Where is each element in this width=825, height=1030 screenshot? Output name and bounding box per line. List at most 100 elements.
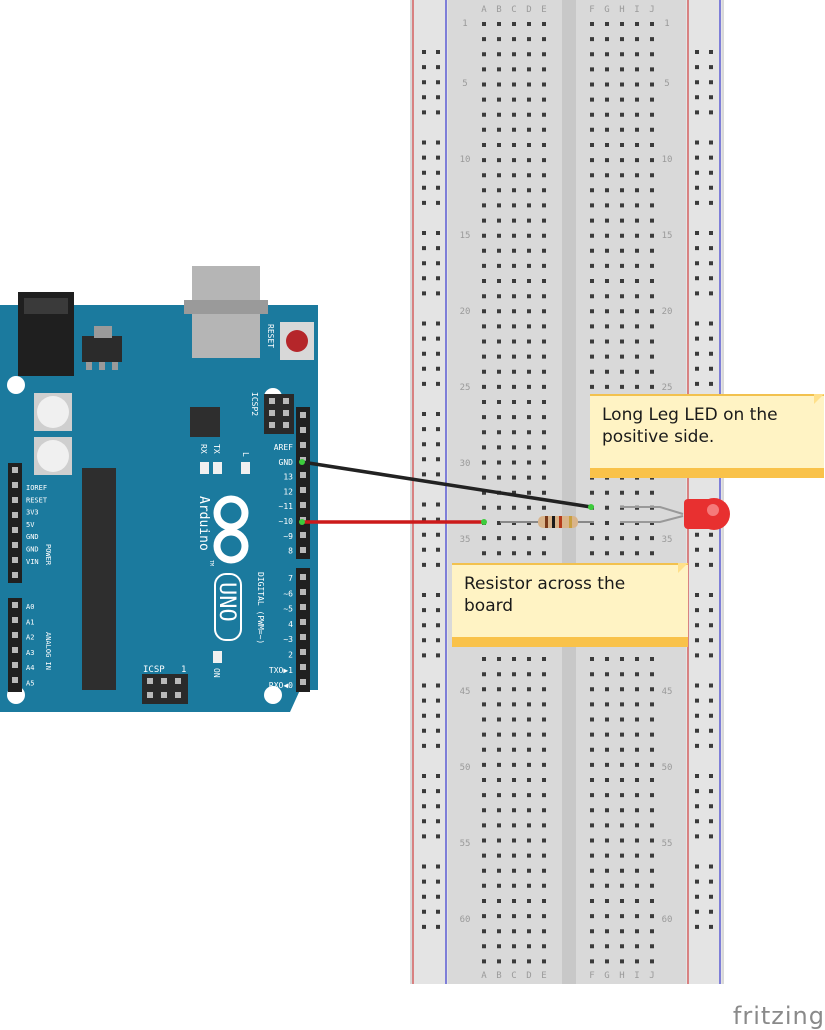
analog-pin-label: A4: [26, 664, 34, 672]
column-letter: E: [541, 5, 546, 15]
arduino-brand: Arduino: [196, 496, 211, 551]
column-letter: B: [496, 5, 501, 15]
analog-label: ANALOG IN: [44, 632, 52, 670]
column-letter: C: [511, 5, 516, 15]
row-number: 30: [460, 459, 471, 469]
digital-pin-label: 4: [288, 620, 293, 629]
power-pin-label: 5V: [26, 521, 35, 529]
row-number: 50: [662, 763, 673, 773]
row-number: 10: [662, 155, 673, 165]
row-number: 15: [460, 231, 471, 241]
column-letter: F: [589, 5, 594, 15]
l-label: L: [241, 452, 250, 457]
column-letter: I: [634, 971, 639, 981]
power-pin-label: GND: [26, 546, 39, 554]
led-note: Long Leg LED on the positive side.: [590, 394, 824, 478]
reset-label: RESET: [266, 324, 275, 348]
row-number: 25: [662, 383, 673, 393]
row-number: 45: [460, 687, 471, 697]
row-number: 60: [662, 915, 673, 925]
column-letter: H: [619, 971, 624, 981]
power-pin-label: 3V3: [26, 509, 39, 517]
uno-model: UNO: [214, 582, 239, 622]
row-number: 20: [460, 307, 471, 317]
digital-pin-label: 2: [288, 651, 293, 660]
row-number: 60: [460, 915, 471, 925]
column-letter: D: [526, 971, 531, 981]
digital-pin-label: ~5: [283, 605, 293, 614]
rx-label: RX: [199, 444, 208, 454]
digital-pin-label: 12: [283, 487, 293, 496]
column-letter: J: [649, 971, 654, 981]
column-letter: A: [481, 5, 487, 15]
digital-pin-label: 13: [283, 473, 293, 482]
digital-pin-label: AREF: [274, 443, 293, 452]
row-number: 20: [662, 307, 673, 317]
resistor-note: Resistor across the board: [452, 563, 688, 647]
resistor-note-line-2: board: [464, 596, 514, 616]
row-number: 35: [460, 535, 471, 545]
digital-pin-label: ~11: [279, 502, 294, 511]
icsp2-label: ICSP2: [250, 392, 259, 416]
row-number: 1: [462, 19, 467, 29]
icsp-label: ICSP: [143, 665, 165, 675]
column-letter: C: [511, 971, 516, 981]
digital-header-bottom: [296, 568, 310, 692]
microcontroller-chip: [82, 468, 116, 690]
power-header: [8, 463, 22, 583]
row-number: 1: [664, 19, 669, 29]
tx-label: TX: [212, 444, 221, 454]
arduino-logo-icon: [213, 495, 249, 564]
column-letter: F: [589, 971, 594, 981]
led-note-line-1: Long Leg LED on the: [602, 405, 778, 425]
resistor-note-line-1: Resistor across the: [464, 574, 626, 594]
digital-pin-label: RXO◀0: [269, 681, 293, 690]
row-number: 5: [664, 79, 669, 89]
column-letter: A: [481, 971, 487, 981]
column-letter: B: [496, 971, 501, 981]
digital-pin-label: GND: [279, 458, 294, 467]
row-number: 15: [662, 231, 673, 241]
icsp2-header: [264, 394, 294, 434]
resistor: [500, 516, 594, 528]
power-label: POWER: [44, 544, 52, 566]
power-pin-label: RESET: [26, 496, 48, 504]
analog-pin-label: A5: [26, 680, 34, 688]
digital-pin-label: ~3: [283, 635, 293, 644]
column-letter: E: [541, 971, 546, 981]
row-number: 50: [460, 763, 471, 773]
analog-pin-label: A0: [26, 603, 34, 611]
row-number: 55: [662, 839, 673, 849]
column-letter: D: [526, 5, 531, 15]
row-number: 5: [462, 79, 467, 89]
fritzing-logo: fritzing: [732, 1002, 825, 1030]
row-number: 25: [460, 383, 471, 393]
column-letter: G: [604, 971, 609, 981]
trademark: TM: [208, 560, 214, 566]
voltage-regulator: [82, 336, 122, 362]
led-note-line-2: positive side.: [602, 427, 715, 447]
digital-pin-label: ~9: [283, 532, 293, 541]
on-label: ON: [212, 668, 221, 678]
power-pin-label: IOREF: [26, 484, 47, 492]
row-number: 55: [460, 839, 471, 849]
digital-pin-label: TXO▶1: [269, 666, 293, 675]
digital-pin-label: ~6: [283, 589, 293, 598]
usb-chip: [190, 407, 220, 437]
analog-pin-label: A1: [26, 618, 34, 626]
ground-wire: [300, 460, 593, 509]
column-letter: H: [619, 5, 624, 15]
column-letter: J: [649, 5, 654, 15]
analog-header: [8, 598, 22, 692]
digital-pin-label: ~10: [279, 517, 294, 526]
column-letter: I: [634, 5, 639, 15]
digital-pin-label: 7: [288, 574, 293, 583]
row-number: 10: [460, 155, 471, 165]
column-letter: G: [604, 5, 609, 15]
uno-badge: [214, 573, 242, 641]
power-pin-label: VIN: [26, 558, 39, 566]
